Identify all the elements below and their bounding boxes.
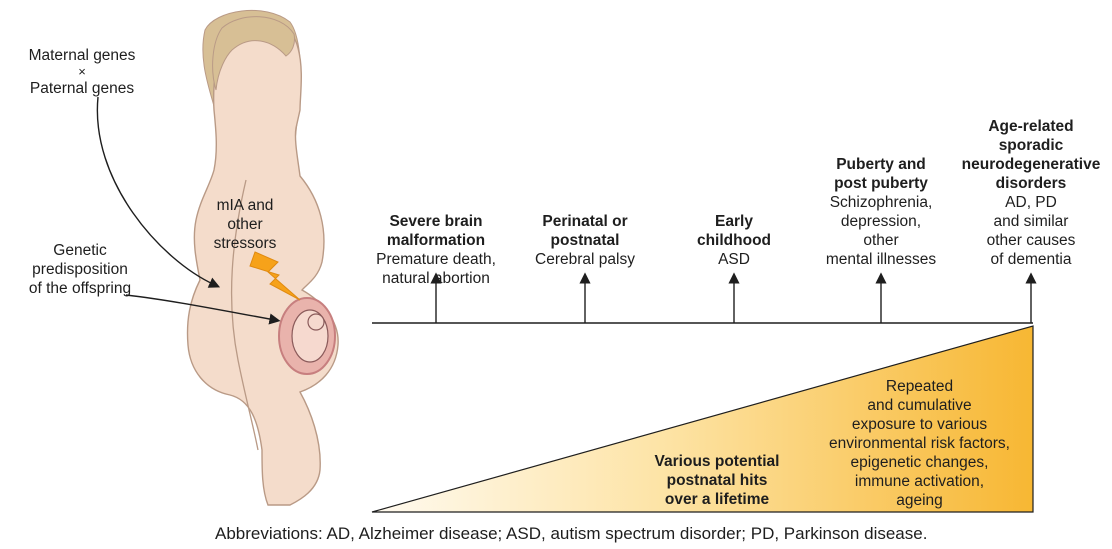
stage-label-perinatal: Perinatal or postnatal Cerebral palsy bbox=[515, 212, 655, 269]
triangle-right-text: Repeated and cumulative exposure to vari… bbox=[812, 377, 1027, 510]
stage-label-puberty: Puberty and post puberty Schizophrenia, … bbox=[801, 155, 961, 269]
stage-label-neurodegenerative: Age-related sporadic neurodegenerative d… bbox=[956, 117, 1106, 269]
genes-label: Maternal genes × Paternal genes bbox=[2, 46, 162, 98]
stage-label-early-childhood: Early childhood ASD bbox=[674, 212, 794, 269]
paternal-genes-text: Paternal genes bbox=[2, 79, 162, 98]
mia-stressors-label: mIA and other stressors bbox=[200, 196, 290, 253]
stage-label-severe-malformation: Severe brain malformation Premature deat… bbox=[356, 212, 516, 288]
timeline-arrows bbox=[436, 278, 1031, 323]
triangle-left-text: Various potential postnatal hits over a … bbox=[632, 452, 802, 509]
cross-symbol: × bbox=[2, 65, 162, 79]
maternal-genes-text: Maternal genes bbox=[2, 46, 162, 65]
abbreviations-footer: Abbreviations: AD, Alzheimer disease; AS… bbox=[215, 524, 927, 544]
genetic-predisposition-label: Genetic predisposition of the offspring bbox=[0, 241, 160, 298]
